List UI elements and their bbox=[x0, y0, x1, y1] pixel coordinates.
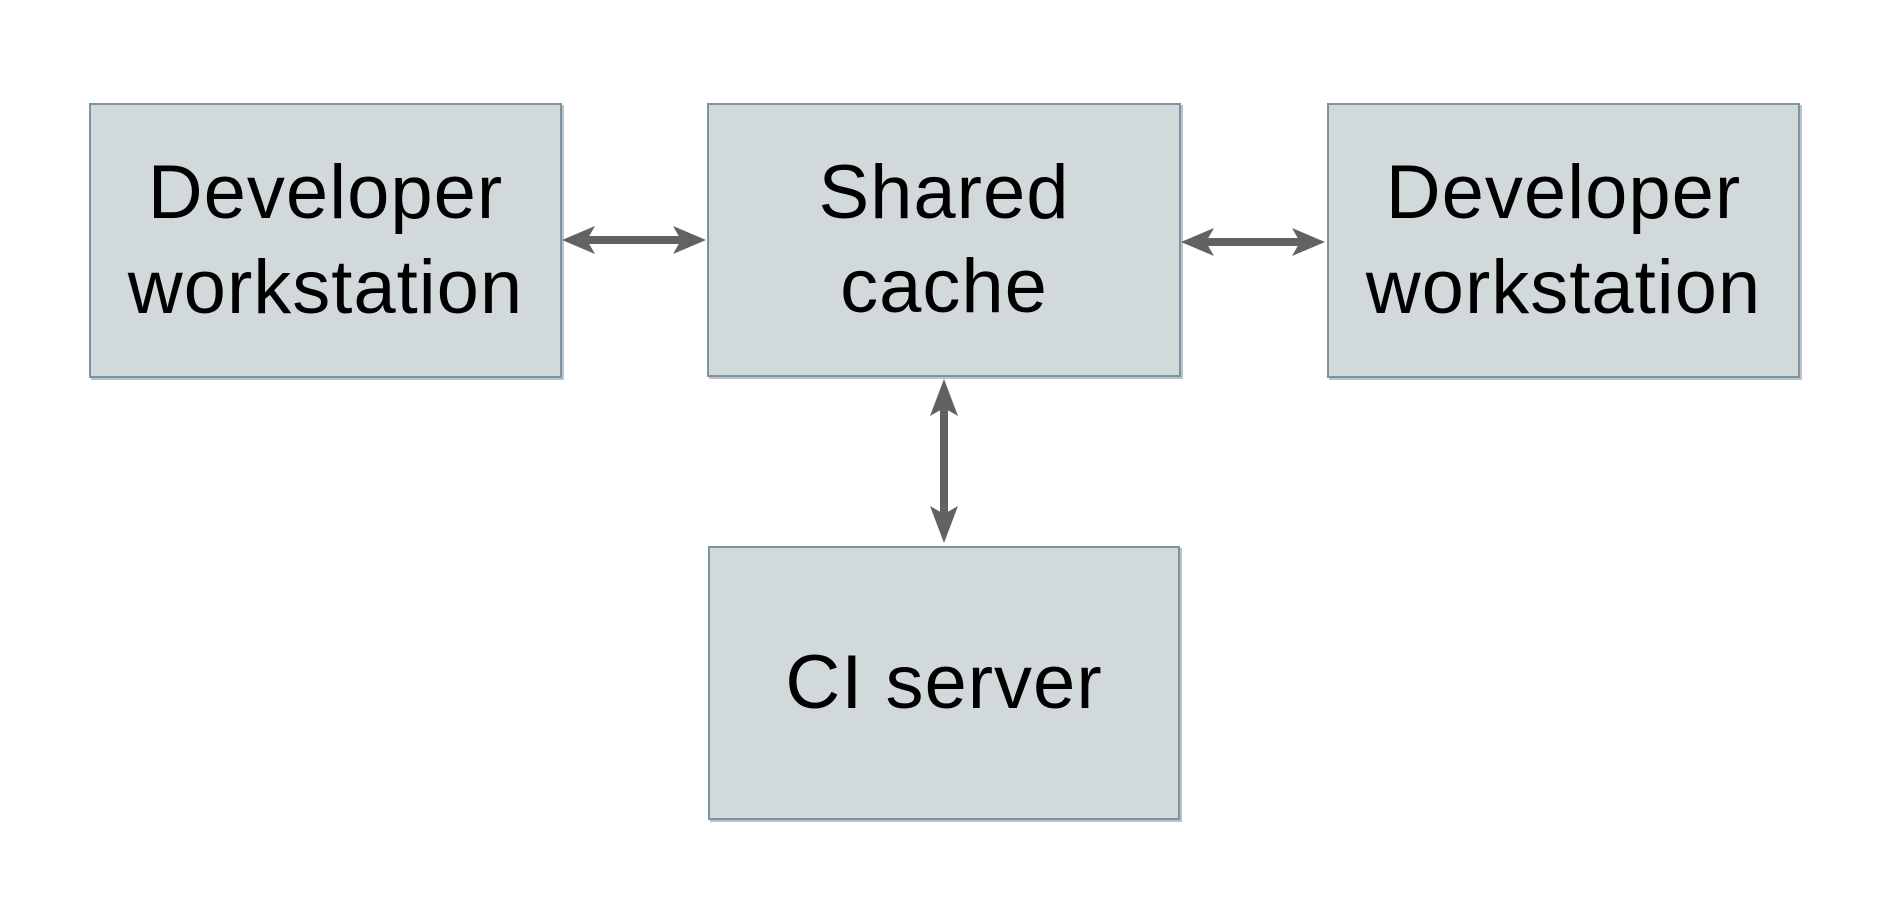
arrow-shaft bbox=[1204, 238, 1302, 246]
arrowhead-right-icon bbox=[1292, 228, 1325, 256]
bidirectional-arrow-cache-ci-server bbox=[930, 379, 958, 543]
arrowhead-left-icon bbox=[1181, 228, 1214, 256]
bidirectional-arrow-left-workstation-cache bbox=[562, 226, 706, 254]
arrowhead-up-icon bbox=[930, 379, 958, 416]
arrowhead-right-icon bbox=[673, 226, 706, 254]
arrowhead-left-icon bbox=[562, 226, 595, 254]
arrowhead-down-icon bbox=[930, 506, 958, 543]
node-shared-cache: Shared cache bbox=[707, 103, 1181, 377]
node-developer-workstation-left: Developer workstation bbox=[89, 103, 562, 378]
node-ci-server: CI server bbox=[708, 546, 1180, 820]
node-label-shared-cache: Shared cache bbox=[818, 149, 1070, 329]
node-label-developer-workstation-right: Developer workstation bbox=[1365, 150, 1762, 330]
node-label-developer-workstation-left: Developer workstation bbox=[127, 150, 524, 330]
node-label-ci-server: CI server bbox=[785, 639, 1103, 725]
arrow-shaft bbox=[940, 408, 948, 514]
node-developer-workstation-right: Developer workstation bbox=[1327, 103, 1800, 378]
arrow-shaft bbox=[585, 236, 683, 244]
bidirectional-arrow-cache-right-workstation bbox=[1181, 228, 1325, 256]
